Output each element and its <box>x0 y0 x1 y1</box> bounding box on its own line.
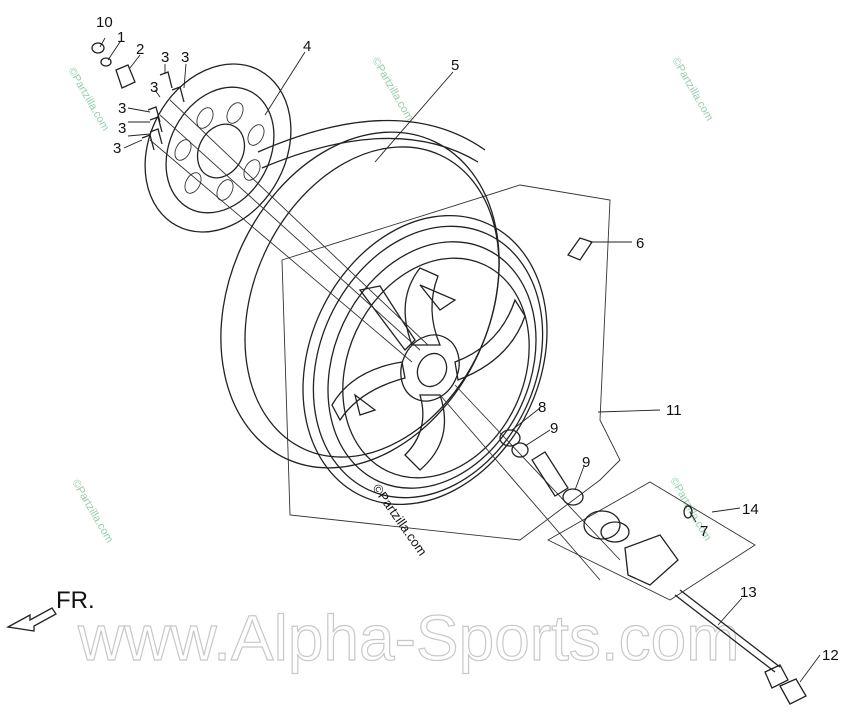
callout-3-f: 3 <box>113 140 121 157</box>
callout-1: 1 <box>117 29 125 46</box>
alignment-lines <box>149 99 621 581</box>
callout-2: 2 <box>136 41 144 58</box>
callout-12: 12 <box>822 647 839 664</box>
callout-8: 8 <box>538 399 546 416</box>
assembly-outline-14 <box>547 481 756 601</box>
callout-14: 14 <box>742 501 759 518</box>
watermark-partzilla-2: ©Partzilla.com <box>369 56 415 124</box>
callout-3-b: 3 <box>181 49 189 66</box>
callout-9-a: 9 <box>550 420 558 437</box>
bearings <box>499 429 584 506</box>
brake-disc <box>144 63 292 233</box>
front-direction-arrow: FR. <box>6 587 95 632</box>
tire <box>220 119 500 469</box>
callout-9-b: 9 <box>582 454 590 471</box>
watermark-partzilla-4: ©Partzilla.com <box>69 478 115 546</box>
callout-numbers: 10 1 2 3 3 3 3 3 3 4 5 6 11 8 9 9 14 7 1… <box>96 14 839 664</box>
small-parts <box>91 42 185 151</box>
axle-nut <box>779 678 807 705</box>
valve-stem <box>567 237 594 261</box>
watermark-group: ©Partzilla.com ©Partzilla.com ©Partzilla… <box>65 56 715 546</box>
callout-3-a: 3 <box>161 49 169 66</box>
callout-6: 6 <box>636 235 644 252</box>
callout-3-d: 3 <box>118 100 126 117</box>
assembly-outline-11 <box>281 184 621 541</box>
axle <box>674 589 789 689</box>
callout-11: 11 <box>666 402 682 419</box>
partzilla-stamp: ©Partzilla.com <box>370 481 430 558</box>
callout-10: 10 <box>96 14 113 31</box>
callout-13: 13 <box>740 584 757 601</box>
speedo-drive <box>583 505 693 586</box>
watermark-partzilla-1: ©Partzilla.com <box>65 66 111 134</box>
callout-3-e: 3 <box>118 120 126 137</box>
watermark-partzilla-3: ©Partzilla.com <box>669 56 715 124</box>
callout-4: 4 <box>303 38 311 55</box>
leader-lines <box>99 37 821 683</box>
rim <box>302 214 548 506</box>
callout-7: 7 <box>700 523 708 540</box>
callout-3-c: 3 <box>150 79 158 96</box>
watermark-alpha-sports: www.Alpha-Sports.com <box>77 602 740 674</box>
callout-5: 5 <box>451 57 459 74</box>
direction-label: FR. <box>56 587 95 614</box>
